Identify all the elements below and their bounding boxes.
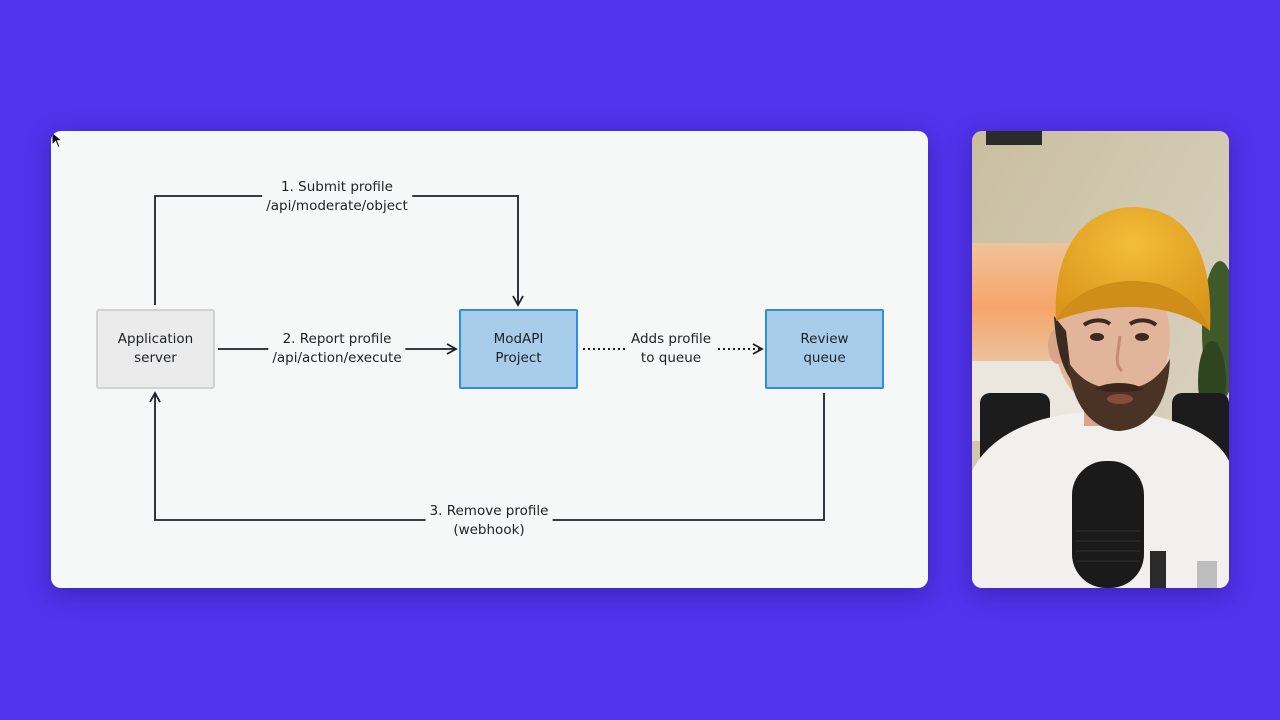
edge-report-label: 2. Report profile /api/action/execute [268, 330, 406, 368]
node-application-server: Application server [96, 309, 215, 389]
edge-remove-label: 3. Remove profile (webhook) [425, 502, 553, 540]
mouse-cursor-icon [51, 131, 64, 149]
node-review-queue: Review queue [765, 309, 884, 389]
presenter-video-icon [972, 131, 1229, 588]
edge-queue-label: Adds profile to queue [626, 330, 716, 368]
edge-remove-line [149, 391, 825, 521]
presenter-webcam [972, 131, 1229, 588]
edge-submit-label: 1. Submit profile /api/moderate/object [262, 178, 412, 216]
node-modapi-project: ModAPI Project [459, 309, 578, 389]
diagram-slide: 1. Submit profile /api/moderate/object 2… [51, 131, 928, 588]
